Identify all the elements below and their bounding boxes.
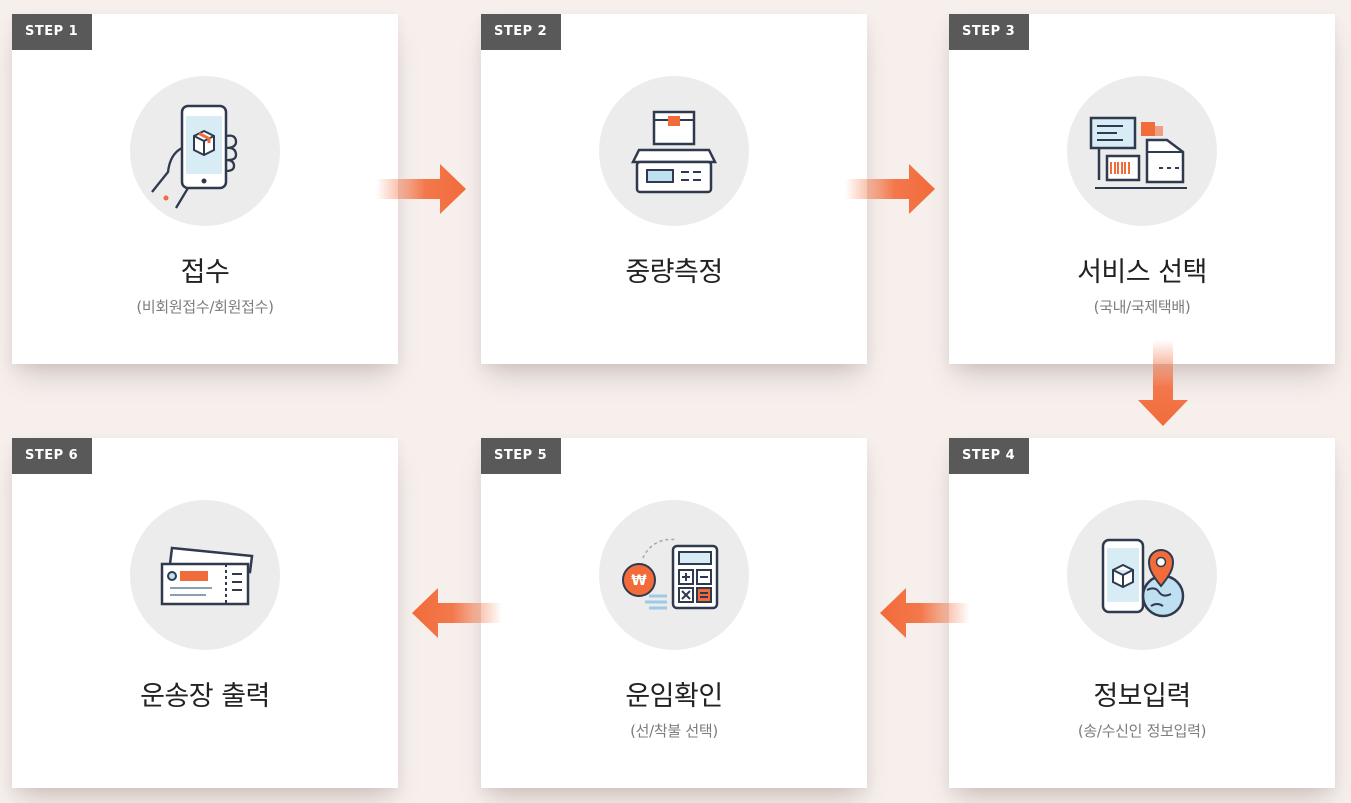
step-5-subtitle: (선/착불 선택) <box>630 722 718 740</box>
waybill-ticket-icon <box>160 546 254 606</box>
step-2-card: STEP 2 중량측정 <box>481 14 867 364</box>
arrow-right-icon-1 <box>376 164 466 214</box>
step-4-title: 정보입력 <box>1093 681 1191 712</box>
step-3-subtitle: (국내/국제택배) <box>1093 298 1191 316</box>
svg-text:₩: ₩ <box>631 573 647 589</box>
service-store-icon <box>1089 116 1187 189</box>
step-5-badge: STEP 5 <box>481 438 562 474</box>
step-2-title: 중량측정 <box>625 257 723 288</box>
step-3-badge: STEP 3 <box>949 14 1030 50</box>
step-3-card: STEP 3 서비스 선택 (국내/국제택배) <box>949 14 1335 364</box>
step-4-subtitle: (송/수신인 정보입력) <box>1077 722 1207 740</box>
step-4-card: STEP 4 정보입력 (송/수신인 정보입력) <box>949 438 1335 788</box>
step-5-icon-circle: ₩ <box>599 500 749 650</box>
arrow-left-icon-2 <box>412 588 502 638</box>
step-1-subtitle: (비회원접수/회원접수) <box>136 298 274 316</box>
arrow-right-icon-2 <box>845 164 935 214</box>
step-3-title: 서비스 선택 <box>1077 257 1207 288</box>
step-6-icon-circle <box>130 500 280 650</box>
step-4-icon-circle <box>1067 500 1217 650</box>
step-6-title: 운송장 출력 <box>140 681 270 712</box>
step-2-badge: STEP 2 <box>481 14 562 50</box>
phone-box-icon <box>151 104 238 209</box>
step-5-card: STEP 5 ₩ 운임확인 (선/착불 선택) <box>481 438 867 788</box>
step-4-badge: STEP 4 <box>949 438 1030 474</box>
step-6-badge: STEP 6 <box>12 438 93 474</box>
arrow-down-icon <box>1138 340 1188 426</box>
location-globe-icon <box>1101 538 1185 618</box>
step-2-icon-circle <box>599 76 749 226</box>
step-1-icon-circle <box>130 76 280 226</box>
step-1-badge: STEP 1 <box>12 14 93 50</box>
step-1-card: STEP 1 접수 (비회원접수/회원접수) <box>12 14 398 364</box>
calculator-won-icon: ₩ <box>622 538 719 610</box>
step-3-icon-circle <box>1067 76 1217 226</box>
step-5-title: 운임확인 <box>625 681 723 712</box>
step-6-card: STEP 6 운송장 출력 <box>12 438 398 788</box>
arrow-left-icon-1 <box>880 588 970 638</box>
step-1-title: 접수 <box>180 257 230 288</box>
scale-icon <box>630 110 718 194</box>
